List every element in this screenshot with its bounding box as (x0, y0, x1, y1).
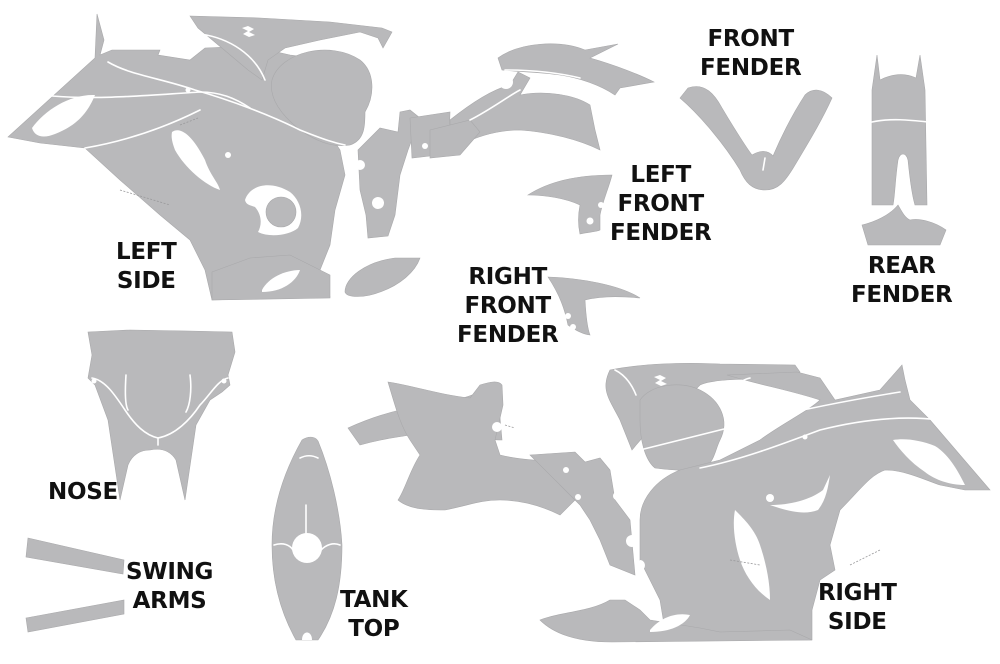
left-side-extension-shapes (429, 43, 655, 159)
label-left-front-fender: LEFT FRONT FENDER (610, 162, 712, 246)
left-side-shape (7, 13, 451, 301)
label-front-fender: FRONT FENDER (700, 26, 802, 81)
swing-arms-shape (25, 537, 125, 633)
label-nose: NOSE (48, 479, 118, 505)
left-front-fender-shape (526, 174, 613, 235)
label-rear-fender: REAR FENDER (851, 253, 953, 308)
brand-logo-icon (654, 375, 667, 386)
front-fender-shape (679, 86, 833, 191)
rear-fender-shape (861, 54, 947, 246)
label-left-side: LEFT SIDE (116, 239, 177, 294)
right-side-shape (347, 362, 991, 643)
label-right-front-fender: RIGHT FRONT FENDER (457, 264, 559, 348)
label-swing-arms: SWING ARMS (126, 559, 214, 614)
label-tank-top: TANK TOP (340, 587, 408, 642)
tank-top-shape (271, 436, 343, 641)
nose-shape (87, 329, 236, 501)
label-right-side: RIGHT SIDE (818, 580, 897, 635)
brand-logo-icon (242, 26, 255, 37)
right-front-fender-shape (547, 276, 641, 336)
